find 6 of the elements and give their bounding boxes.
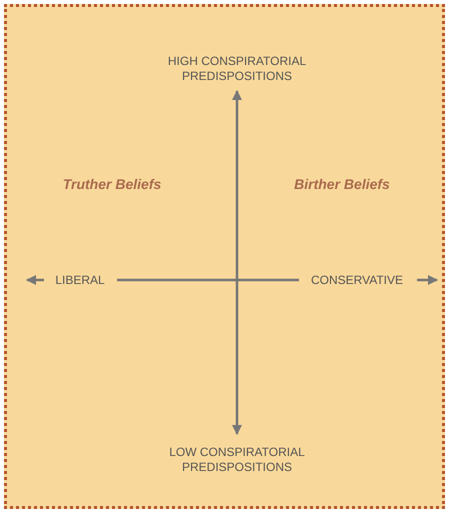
axis-label: CONSERVATIVE (310, 273, 404, 288)
axis-label: LIBERAL (54, 273, 106, 288)
axis-label: LOW CONSPIRATORIAL PREDISPOSITIONS (168, 445, 306, 475)
quadrant-label: Birther Beliefs (293, 177, 391, 192)
quadrant-label: Truther Beliefs (62, 177, 162, 192)
axis-label: HIGH CONSPIRATORIAL PREDISPOSITIONS (166, 54, 308, 84)
